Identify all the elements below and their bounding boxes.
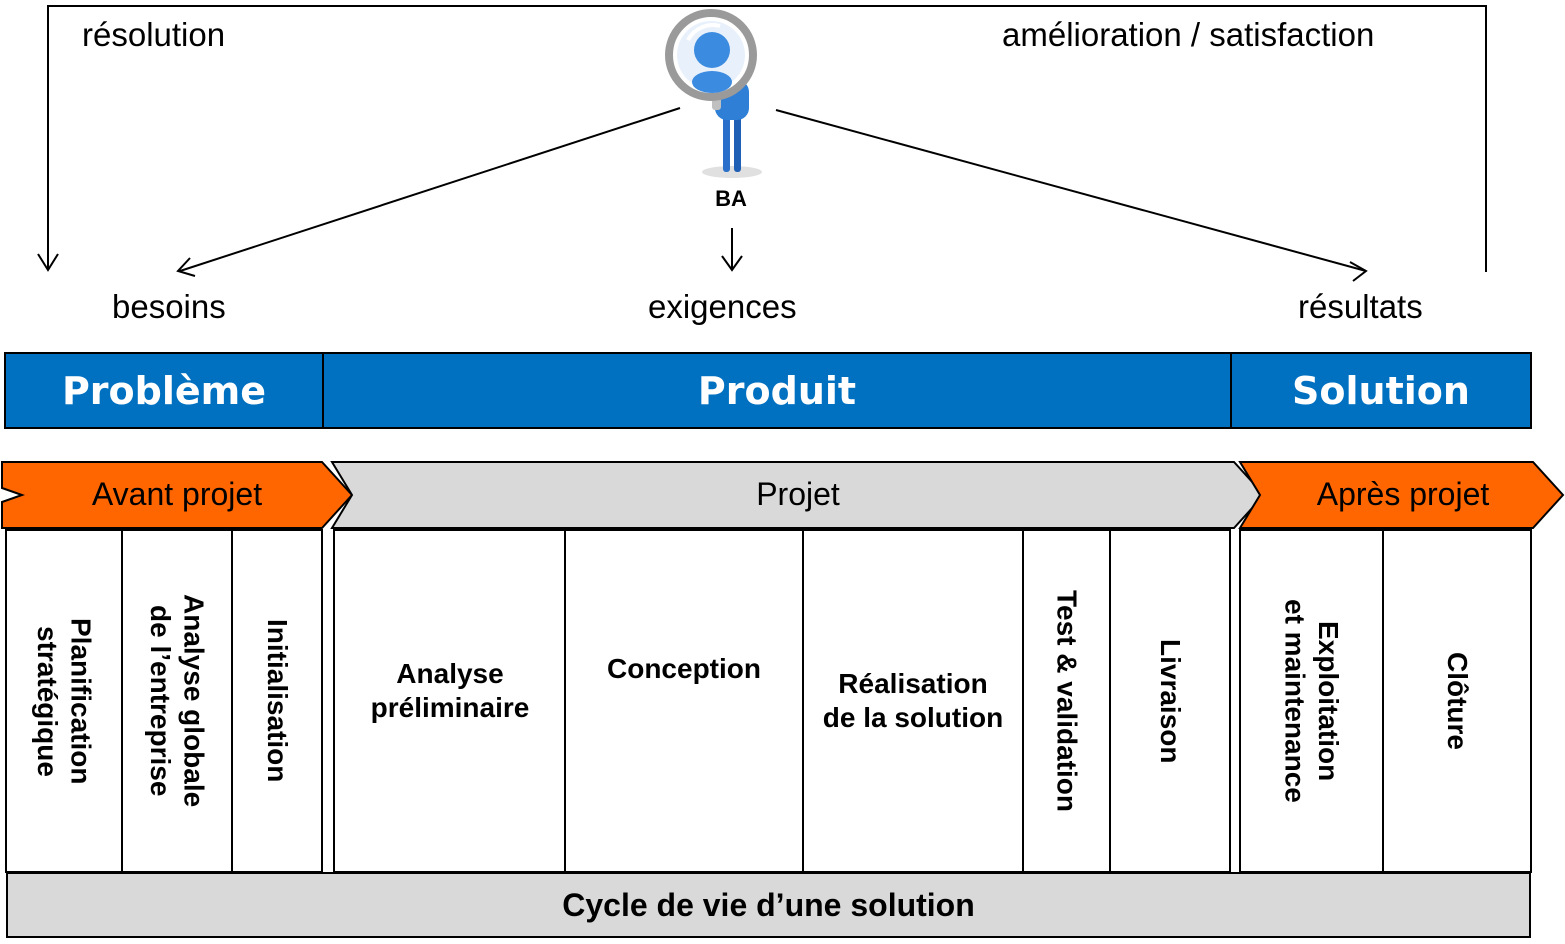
requirements-arrowhead	[721, 255, 743, 272]
arrow-to-results	[775, 109, 1367, 272]
column-initialization: Initialisation	[232, 530, 322, 872]
column-realization: Réalisation de la solution	[820, 530, 1006, 872]
band-problem: Problème	[4, 352, 324, 429]
needs-label: besoins	[112, 288, 226, 325]
column-enterprise-analysis-line1: Analyse globale	[178, 594, 210, 808]
column-closing: Clôture	[1383, 530, 1531, 872]
column-realization-label: Réalisation de la solution	[822, 668, 1004, 733]
column-strategic-planning-line2: stratégique	[32, 625, 63, 777]
phase-before-chevron	[1, 461, 354, 529]
after-columns-box	[1239, 529, 1532, 873]
feedback-arrowhead	[37, 253, 59, 272]
column-test-validation-label: Test & validation	[1051, 590, 1083, 812]
phase-after-chevron	[1238, 461, 1565, 529]
column-preliminary-analysis: Analyse préliminaire	[350, 520, 550, 862]
column-enterprise-analysis-line2: de l’entreprise	[145, 605, 176, 797]
needs-arrowhead	[176, 257, 196, 277]
ba-label: BA	[715, 186, 747, 211]
phase-project-label: Projet	[756, 475, 840, 512]
column-closing-label: Clôture	[1441, 652, 1473, 750]
column-design-label: Conception	[607, 653, 761, 685]
ba-magnifier-person-icon	[665, 9, 762, 178]
column-text: Planification stratégique	[30, 618, 97, 784]
column-enterprise-analysis: Analyse globale de l’entreprise	[122, 530, 232, 872]
resolution-label: résolution	[82, 16, 226, 53]
phase-after-label: Après projet	[1316, 475, 1490, 512]
column-text: Analyse globale de l’entreprise	[143, 594, 210, 807]
column-preliminary-analysis-label: Analyse préliminaire	[370, 658, 530, 723]
column-test-validation: Test & validation	[1023, 530, 1110, 872]
results-label: résultats	[1298, 288, 1423, 325]
column-operation-line1: Exploitation	[1313, 620, 1345, 782]
phase-before-label: Avant projet	[91, 475, 263, 512]
improvement-satisfaction-label: amélioration / satisfaction	[1002, 16, 1375, 53]
requirements-label: exigences	[648, 288, 797, 325]
band-product: Produit	[322, 352, 1232, 429]
solution-lifecycle-footer: Cycle de vie d’une solution	[6, 872, 1531, 938]
column-initialization-label: Initialisation	[261, 619, 293, 783]
column-operation-line2: et maintenance	[1279, 599, 1311, 803]
column-operation-maintenance: Exploitation et maintenance	[1240, 530, 1383, 872]
column-strategic-planning: Planification stratégique	[6, 530, 122, 872]
band-solution: Solution	[1230, 352, 1532, 429]
results-arrowhead	[1349, 261, 1368, 282]
column-delivery: Livraison	[1110, 530, 1230, 872]
column-delivery-label: Livraison	[1154, 638, 1186, 764]
arrow-to-needs	[179, 107, 681, 272]
column-strategic-planning-line1: Planification	[65, 617, 97, 785]
before-columns-box	[5, 529, 323, 873]
project-columns-box	[333, 529, 1231, 873]
column-design: Conception	[565, 498, 803, 840]
column-text: Exploitation et maintenance	[1278, 599, 1345, 803]
phase-project-chevron	[330, 461, 1266, 529]
feedback-bracket-line	[47, 5, 1487, 272]
